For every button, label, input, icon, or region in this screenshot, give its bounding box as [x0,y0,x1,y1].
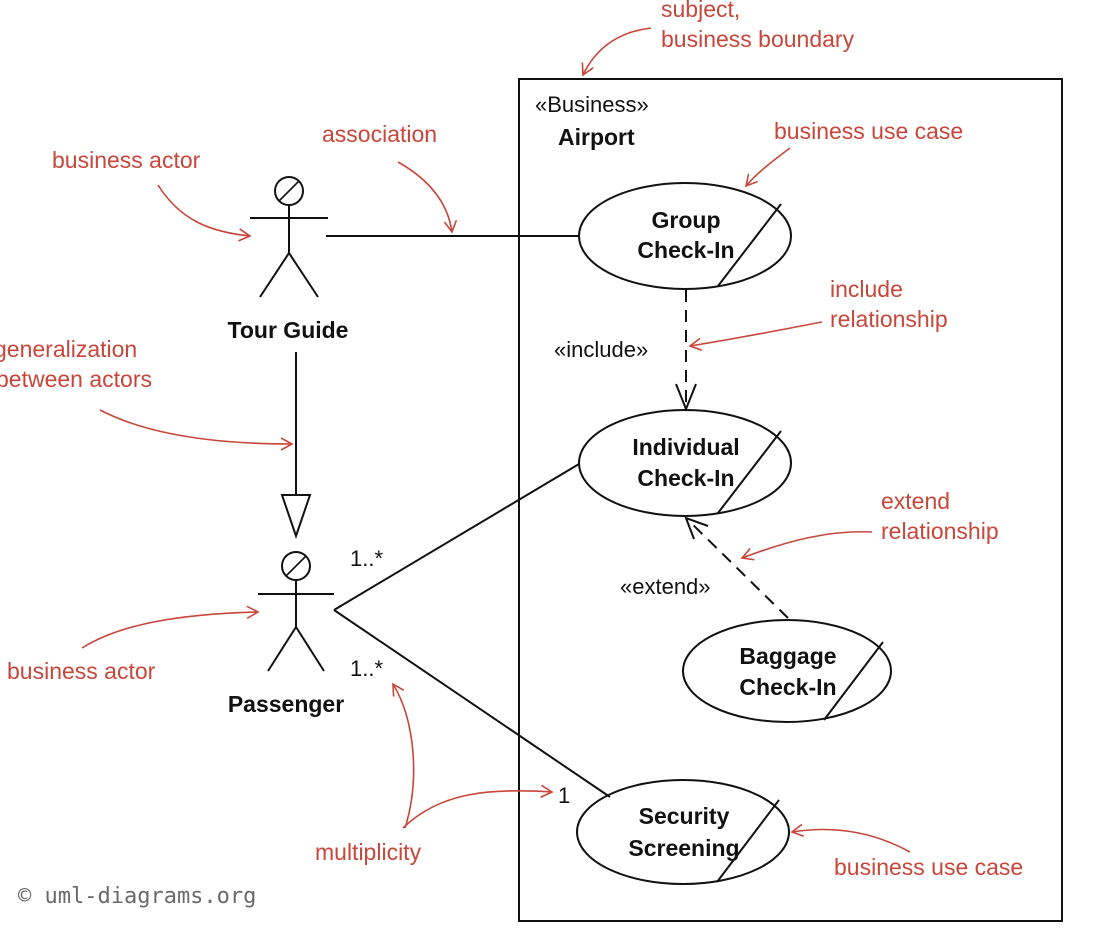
svg-text:Group: Group [652,207,721,233]
boundary-name: Airport [558,124,635,150]
association-passenger-security-screening [333,609,611,798]
use-case-security-screening: Security Screening [576,779,790,885]
actor-tour-guide [250,176,328,298]
association-passenger-individual-checkin [333,463,580,611]
annotation-extend-relationship: relationship [881,518,999,544]
annotation-extend: extend [881,488,950,514]
annotation-include: include [830,276,903,302]
annotation-arrow-multiplicity-right [402,784,554,829]
svg-text:Check-In: Check-In [637,237,734,263]
annotation-arrow-include [688,321,823,351]
actor-passenger [258,551,334,672]
extend-dashed-line [685,517,789,619]
business-use-case-slash-icon [716,799,780,883]
business-use-case-slash-icon [823,641,884,721]
svg-text:Individual: Individual [632,434,739,460]
annotation-association: association [322,121,437,147]
multiplicity-passenger-security: 1..* [350,656,383,681]
multiplicity-security: 1 [558,783,570,808]
annotation-generalization-between-actors: between actors [0,366,152,392]
generalization-arrowhead [280,494,312,540]
annotation-arrow-extend [740,530,873,561]
svg-text:Security: Security [639,803,730,829]
annotations: subject, business boundary business acto… [0,0,1023,880]
annotation-arrow-generalization [99,409,294,451]
use-case-individual-checkin: Individual Check-In [578,409,792,517]
business-use-case-slash-icon [717,430,782,514]
annotation-business-boundary: business boundary [661,26,855,52]
annotation-multiplicity: multiplicity [315,839,422,865]
annotation-arrow-subject [581,27,652,77]
annotation-arrow-association [397,161,458,234]
annotation-arrow-multiplicity-up [392,682,415,829]
annotation-business-actor-bottom: business actor [7,658,156,684]
annotation-arrow-business-actor-bottom [81,605,260,649]
copyright-notice[interactable]: © uml-diagrams.org [18,884,256,909]
svg-text:Screening: Screening [628,835,739,861]
extend-label: «extend» [620,574,711,599]
boundary-stereotype: «Business» [535,92,649,117]
use-case-group-checkin: Group Check-In [578,182,792,290]
annotation-arrow-business-actor-top [157,184,252,242]
actor-passenger-label: Passenger [228,691,344,717]
svg-text:Check-In: Check-In [739,674,836,700]
svg-text:Baggage: Baggage [739,643,836,669]
use-case-baggage-checkin: Baggage Check-In [682,619,892,723]
annotation-business-use-case-top: business use case [774,118,963,144]
include-label: «include» [554,337,648,362]
annotation-generalization: generalization [0,336,137,362]
annotation-business-actor-top: business actor [52,147,201,173]
actor-tour-guide-label: Tour Guide [228,317,349,343]
annotation-subject: subject, [661,0,740,22]
svg-text:Check-In: Check-In [637,465,734,491]
extend-arrowhead [684,516,709,540]
annotation-arrow-business-use-case-top [744,147,791,188]
annotation-arrow-business-use-case-bottom [790,823,911,853]
annotation-business-use-case-bottom: business use case [834,854,1023,880]
business-boundary-frame [518,78,1063,922]
include-arrowhead [675,383,697,412]
multiplicity-passenger-individual: 1..* [350,546,383,571]
business-use-case-slash-icon [717,203,782,287]
annotation-include-relationship: relationship [830,306,948,332]
